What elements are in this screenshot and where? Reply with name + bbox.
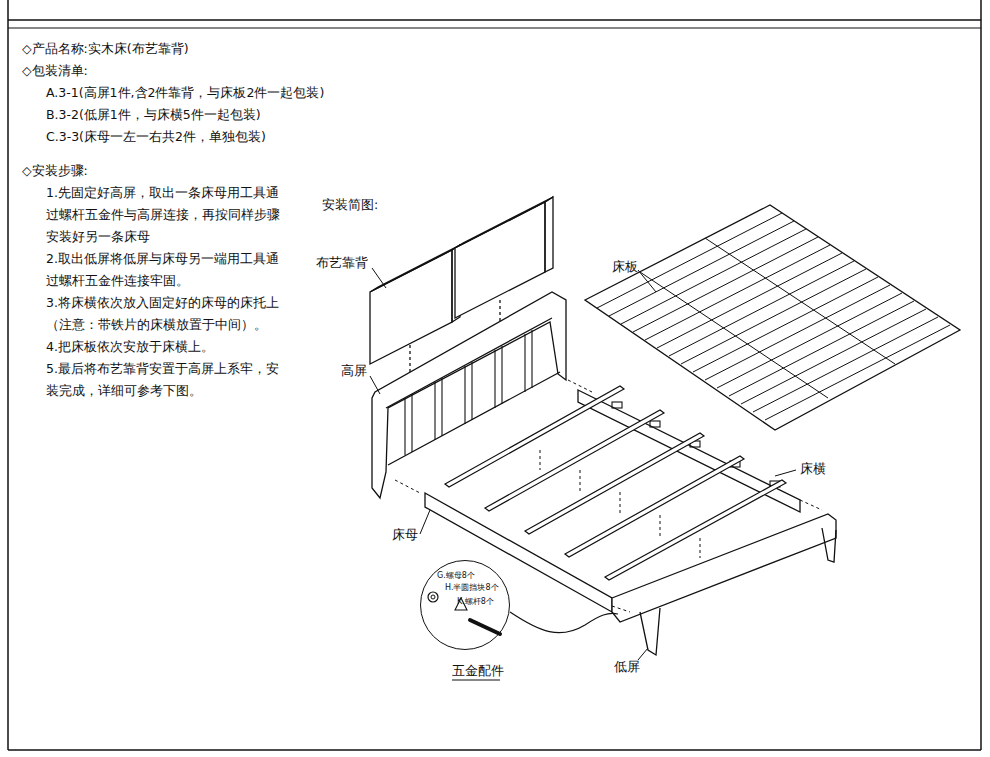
hardware-item: K.螺杆8个 [457, 597, 494, 607]
instruction-step: 4.把床板依次安放于床横上。 [46, 336, 282, 358]
part-label: C.3-3(床母一左一右共2件，单独包装) [46, 126, 266, 148]
part-label: 高屏 [341, 360, 367, 382]
part-label: B.3-2(低屏1件，与床横5件一起包装) [46, 104, 261, 126]
part-label: 布艺靠背 [316, 252, 368, 274]
hardware-callout: G.螺母8个 H.半圆挡块8个 K.螺杆8个 [420, 560, 510, 650]
part-label: ◇包装清单: [22, 60, 88, 82]
hardware-item: G.螺母8个 [437, 571, 475, 581]
part-label: 低屏 [614, 656, 640, 678]
part-label: 五金配件 [452, 660, 504, 682]
part-label: A.3-1(高屏1件,含2件靠背，与床板2件一起包装) [46, 82, 324, 104]
instruction-step: 2.取出低屏将低屏与床母另一端用工具通过螺杆五金件连接牢固。 [46, 248, 282, 292]
part-label: 安装简图: [322, 194, 378, 216]
hardware-item: H.半圆挡块8个 [445, 583, 499, 593]
part-label: 床母 [392, 524, 418, 546]
instruction-step: 1.先固定好高屏，取出一条床母用工具通过螺杆五金件与高屏连接，再按同样步骤安装好… [46, 182, 282, 248]
part-label: 床板 [612, 256, 638, 278]
part-label: 床横 [800, 458, 826, 480]
part-label: ◇安装步骤: [22, 160, 88, 182]
instruction-step: 5.最后将布艺靠背安置于高屏上系牢，安装完成，详细可参考下图。 [46, 358, 282, 402]
part-label: ◇产品名称:实木床(布艺靠背) [22, 38, 189, 60]
instruction-step: 3.将床横依次放入固定好的床母的床托上（注意：带铁片的床横放置于中间）。 [46, 292, 282, 336]
